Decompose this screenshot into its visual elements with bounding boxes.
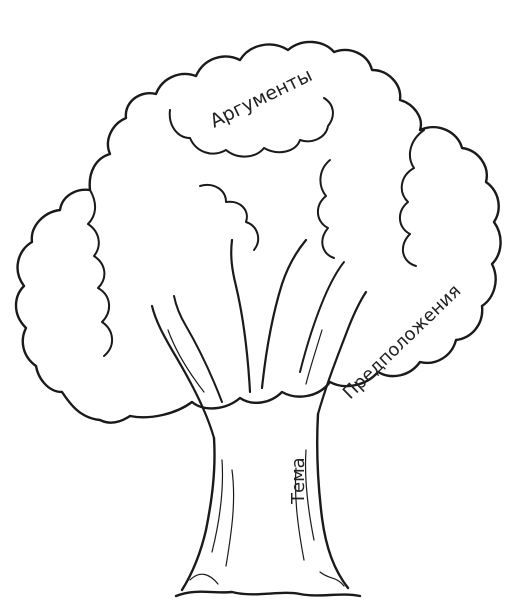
- label-arguments: Аргументы: [207, 64, 316, 132]
- branch-center-left: [231, 240, 250, 392]
- crown-inner-lobe-center: [318, 160, 334, 258]
- label-assumptions: Предположения: [339, 281, 465, 404]
- crown-inner-lobe-right: [400, 130, 424, 266]
- branch-left: [152, 306, 214, 438]
- crown-inner-lobe-midleft: [200, 185, 258, 250]
- branch-left-inner: [174, 296, 222, 402]
- trunk-base: [176, 592, 360, 596]
- branch-center-right: [262, 240, 306, 388]
- trunk-right-edge: [317, 414, 348, 588]
- crown-inner-lobe-left: [88, 190, 112, 356]
- trunk-left-edge: [182, 438, 215, 590]
- label-topic: Тема: [288, 457, 309, 505]
